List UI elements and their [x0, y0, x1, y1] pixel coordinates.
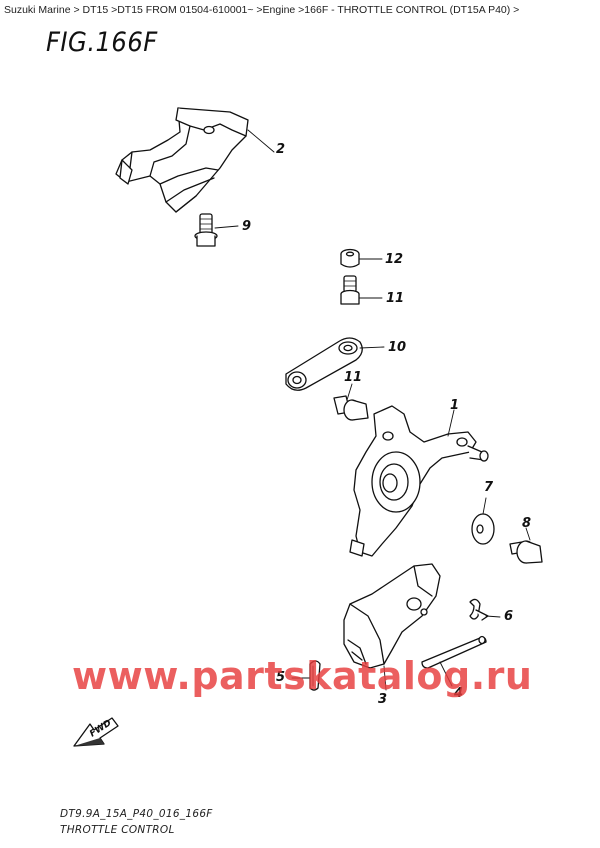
part-9-bolt — [194, 213, 239, 247]
part-2-bracket — [115, 107, 275, 213]
part-11-bolt-lower — [333, 383, 369, 421]
part-10-link — [285, 337, 385, 391]
part-11-bolt-upper — [340, 275, 383, 305]
callout-part-11-lower: 11 — [344, 370, 363, 385]
footer-code: DT9.9A_15A_P40_016_166F — [60, 808, 213, 820]
part-4-pin — [421, 635, 487, 687]
callout-part-7: 7 — [484, 480, 494, 495]
part-1-lever-bracket — [349, 405, 489, 557]
callout-part-10: 10 — [388, 340, 407, 355]
callout-part-11-upper: 11 — [386, 291, 405, 306]
callout-part-6: 6 — [504, 609, 514, 624]
part-3-throttle-holder — [343, 563, 441, 691]
callout-part-4: 4 — [454, 686, 464, 701]
part-7-washer — [471, 497, 495, 545]
figure-title: FIG.166F — [46, 27, 158, 58]
part-12-nut — [340, 248, 383, 268]
callout-part-12: 12 — [385, 252, 404, 267]
footer-caption: THROTTLE CONTROL — [60, 824, 175, 836]
callout-part-3: 3 — [378, 692, 388, 707]
watermark: www.partskatalog.ru — [72, 654, 533, 698]
callout-part-1: 1 — [450, 398, 460, 413]
fwd-arrow-icon — [73, 717, 119, 747]
part-6-spring-clip — [469, 598, 501, 621]
callout-part-5: 5 — [276, 670, 286, 685]
callout-part-9: 9 — [242, 219, 252, 234]
callout-part-8: 8 — [522, 516, 532, 531]
breadcrumb: Suzuki Marine > DT15 >DT15 FROM 01504-61… — [4, 4, 520, 16]
part-8-bolt — [509, 527, 543, 564]
part-5-clip — [291, 660, 321, 691]
callout-part-2: 2 — [276, 142, 286, 157]
